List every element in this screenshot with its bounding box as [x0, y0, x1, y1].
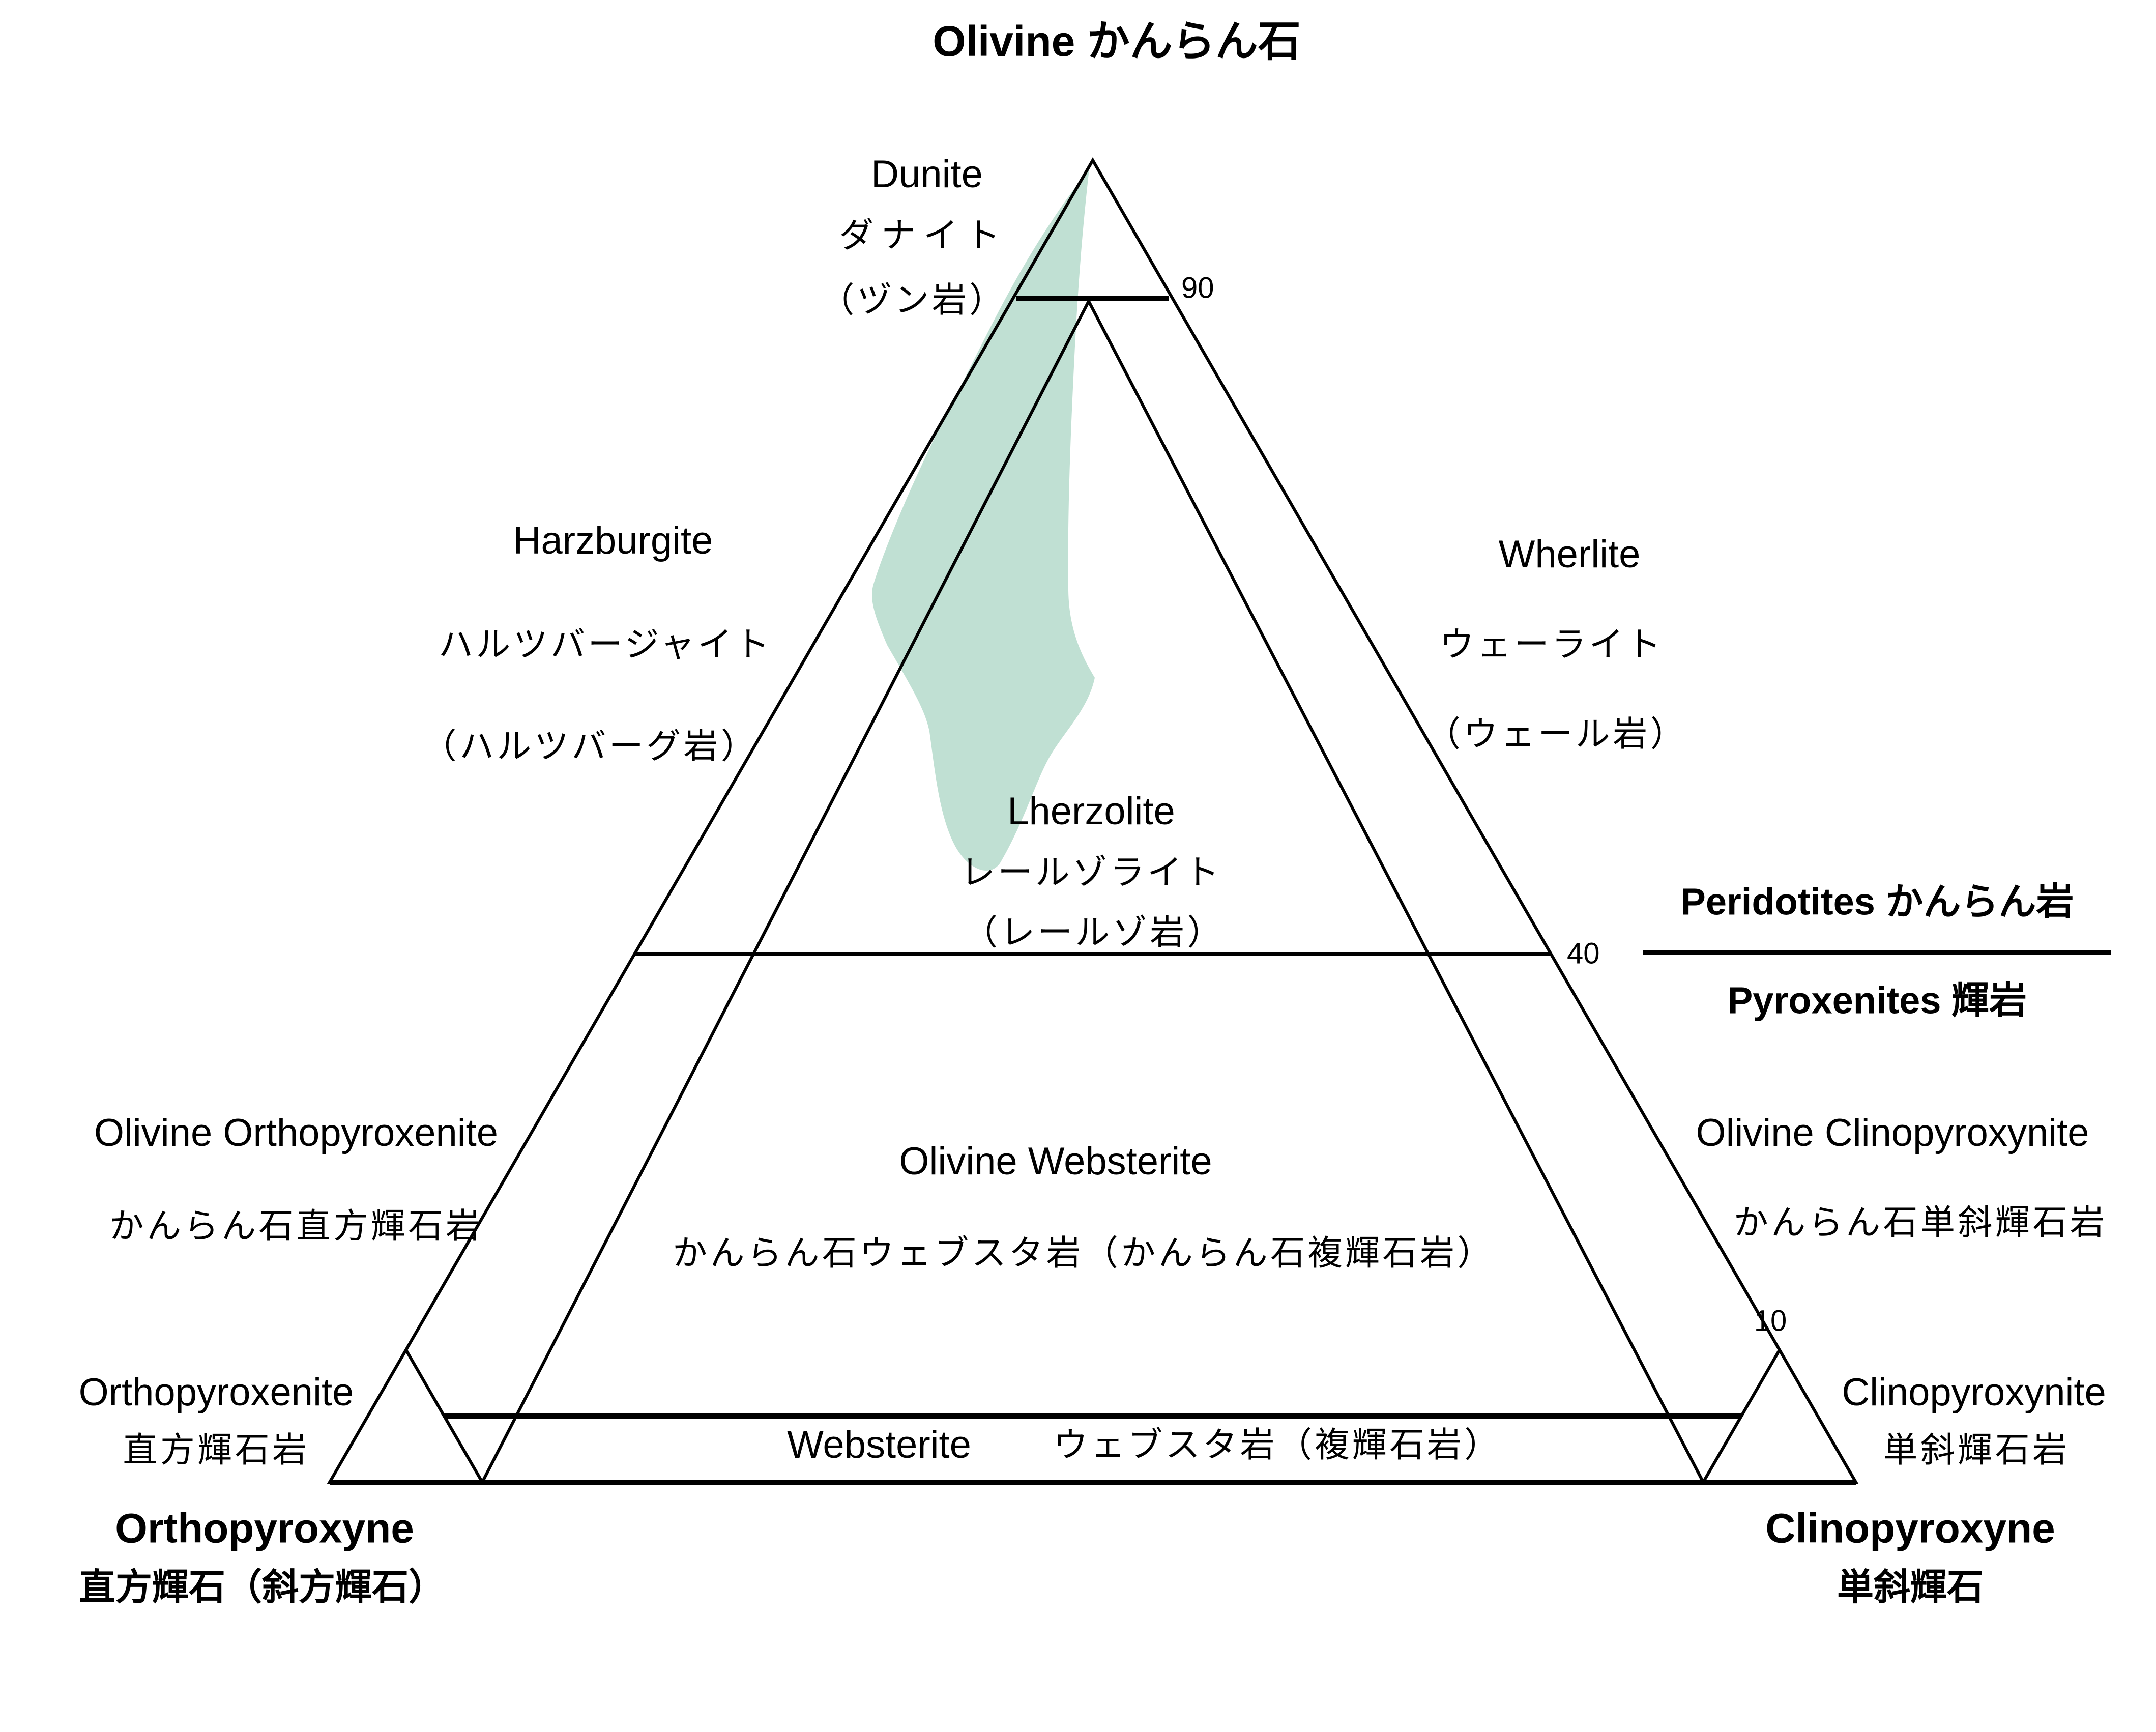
vertex-clinopyroxyne-jp: 単斜輝石: [1837, 1567, 1984, 1608]
label-orthopyroxenite-jp: 直方輝石岩: [123, 1431, 309, 1469]
label-harzburgite-jp2: （ハルツバーグ岩）: [422, 727, 759, 766]
label-ol-websterite-en: Olivine Websterite: [899, 1140, 1212, 1183]
title-olivine: Olivine かんらん石: [933, 17, 1300, 65]
inner-boundary-right: [1087, 300, 1705, 1483]
label-lherzolite-jp2: （レールゾ岩）: [963, 913, 1225, 952]
corner-cut-left: [404, 1349, 484, 1483]
label-clinopyroxynite-en: Clinopyroxynite: [1842, 1371, 2106, 1414]
label-ol-orthopyroxenite-en: Olivine Orthopyroxenite: [94, 1111, 498, 1154]
mantle-composition-region: [872, 169, 1095, 871]
label-wherlite-jp2: （ウェール岩）: [1426, 715, 1687, 754]
corner-cut-right: [1702, 1349, 1781, 1483]
label-orthopyroxenite-en: Orthopyroxenite: [79, 1371, 354, 1414]
label-dunite-jp2: （ヅン岩）: [820, 281, 1006, 320]
inner-boundary-left: [481, 300, 1090, 1483]
label-peridotites: Peridotites かんらん岩: [1681, 881, 2074, 923]
label-ol-clinopyroxynite-en: Olivine Clinopyroxynite: [1696, 1111, 2089, 1154]
label-pyroxenites: Pyroxenites 輝岩: [1728, 979, 2027, 1022]
label-websterite-en: Websterite: [787, 1423, 971, 1466]
label-wherlite-en: Wherlite: [1499, 533, 1641, 576]
label-lherzolite-en: Lherzolite: [1007, 790, 1175, 833]
label-dunite-jp: ダナイト: [839, 216, 1008, 255]
label-dunite-en: Dunite: [871, 153, 983, 196]
vertex-orthopyroxyne-jp: 直方輝石（斜方輝石）: [79, 1567, 445, 1608]
vertex-orthopyroxyne-en: Orthopyroxyne: [115, 1506, 414, 1552]
label-harzburgite-jp: ハルツバージャイト: [439, 625, 772, 664]
label-ol-orthopyroxenite-jp: かんらん石直方輝石岩: [109, 1207, 483, 1246]
tick-10: 10: [1754, 1304, 1787, 1337]
label-harzburgite-en: Harzburgite: [513, 519, 713, 562]
tick-90: 90: [1181, 271, 1214, 304]
label-lherzolite-jp: レールゾライト: [960, 853, 1222, 892]
label-ol-clinopyroxynite-jp: かんらん石単斜輝石岩: [1734, 1203, 2107, 1242]
label-ol-websterite-jp: かんらん石ウェブスタ岩（かんらん石複輝石岩）: [673, 1234, 1495, 1273]
label-websterite-jp: ウェブスタ岩（複輝石岩）: [1053, 1426, 1501, 1464]
tick-40: 40: [1567, 937, 1600, 970]
label-wherlite-jp: ウェーライト: [1440, 625, 1664, 664]
vertex-clinopyroxyne-en: Clinopyroxyne: [1765, 1506, 2055, 1552]
label-clinopyroxynite-jp: 単斜輝石岩: [1883, 1431, 2070, 1469]
